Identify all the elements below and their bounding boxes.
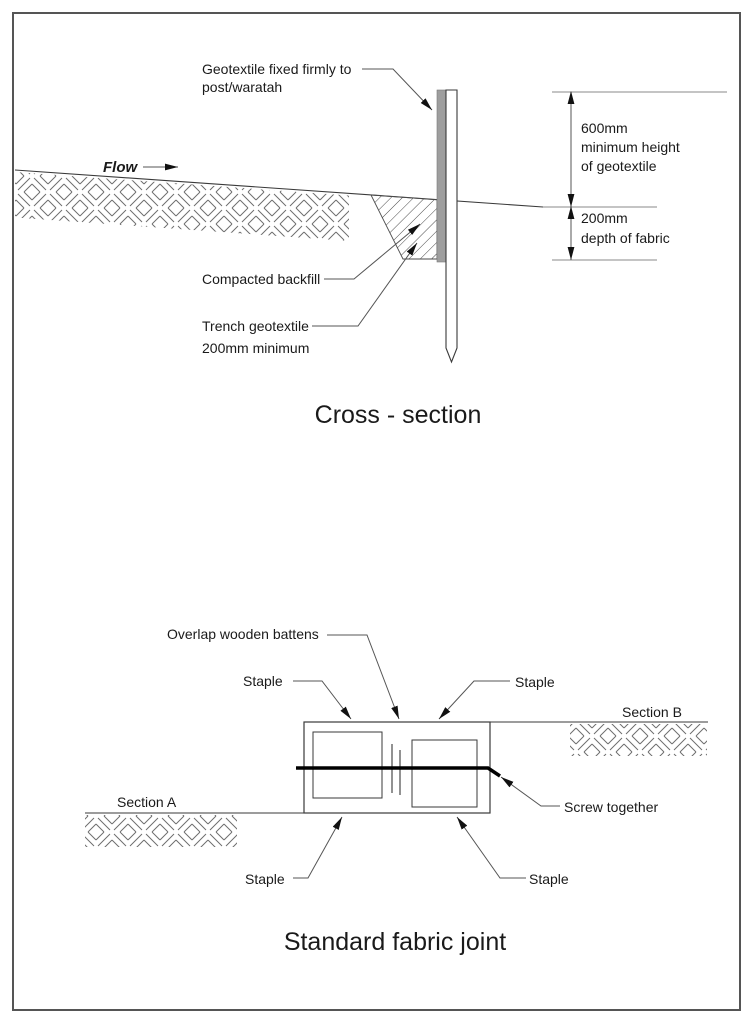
staple-top-right-label: Staple: [515, 674, 555, 690]
dim-200mm-value: 200mm: [581, 210, 628, 226]
section-b-label: Section B: [622, 704, 682, 720]
staple-bottom-left-label: Staple: [245, 871, 285, 887]
leader-trench-geotextile: [312, 242, 418, 327]
dim-600mm-line2: minimum height: [581, 139, 680, 155]
overlap-battens-label: Overlap wooden battens: [167, 626, 319, 642]
staple-bottom-right-label: Staple: [529, 871, 569, 887]
trench-backfill-hatch: [370, 194, 438, 260]
leader-staple-top-left: [293, 680, 352, 720]
leader-compacted-backfill: [324, 223, 421, 280]
sheet-border: [12, 12, 741, 1011]
compacted-backfill-label: Compacted backfill: [202, 271, 320, 287]
staple-top-left-label: Staple: [243, 673, 283, 689]
right-batten: [411, 739, 478, 808]
dim-600mm-value: 600mm: [581, 120, 628, 136]
geotextile-fixed-label-line2: post/waratah: [202, 79, 282, 95]
dimension-lines: [543, 91, 727, 261]
post-waratah: [445, 89, 458, 364]
screw-line: [296, 766, 501, 778]
section-a-hatch: [85, 815, 237, 847]
trench-geotextile-label-line1: Trench geotextile: [202, 318, 309, 334]
dim-600mm-line3: of geotextile: [581, 158, 657, 174]
left-batten: [312, 731, 383, 799]
cross-section-detail: Flow Geotextile fixed firmly to post/war…: [14, 61, 727, 429]
fabric-joint-title: Standard fabric joint: [284, 928, 506, 956]
cross-section-title: Cross - section: [315, 401, 482, 429]
flow-label: Flow: [103, 159, 138, 176]
leader-staple-top-right: [438, 680, 510, 720]
earth-hatch-upslope: [15, 172, 349, 241]
geotextile-strip: [436, 89, 447, 263]
screw-together-label: Screw together: [564, 799, 658, 815]
leader-staple-bottom-left: [293, 816, 343, 879]
section-a-label: Section A: [117, 794, 177, 810]
fabric-joint-detail: Overlap wooden battens Staple Staple Sta…: [85, 626, 708, 956]
trench-geotextile-label-line2: 200mm minimum: [202, 340, 309, 356]
dim-200mm-line2: depth of fabric: [581, 230, 670, 246]
leader-geotextile-fixed: [362, 68, 433, 111]
leader-screw-together: [500, 776, 560, 807]
leader-staple-bottom-right: [456, 816, 526, 879]
geotextile-fixed-label-line1: Geotextile fixed firmly to: [202, 61, 352, 77]
section-b-hatch: [570, 724, 707, 756]
leader-overlap-battens: [327, 634, 400, 720]
